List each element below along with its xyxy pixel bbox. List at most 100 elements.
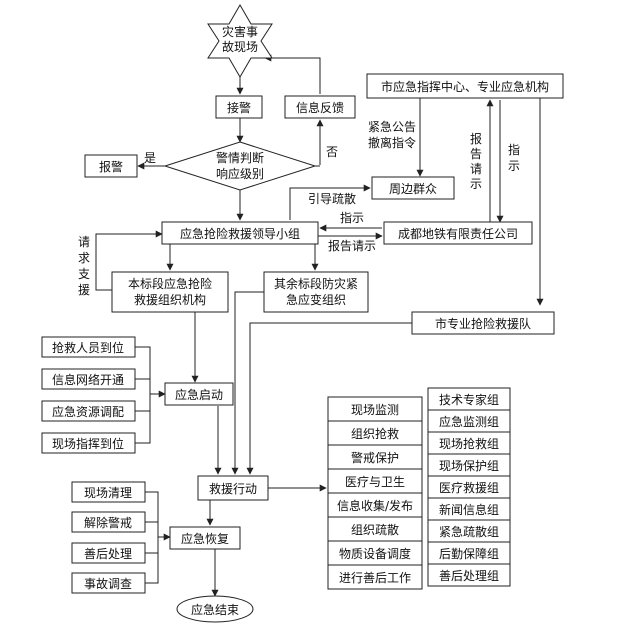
team-9: 善后处理组	[439, 568, 499, 583]
arrow-section-to-leading	[95, 230, 163, 291]
report-alarm-box	[84, 154, 138, 178]
action-5: 信息收集/发布	[337, 498, 413, 513]
disaster-scene-star	[207, 4, 273, 78]
prep-item-1-box	[41, 336, 136, 358]
report-request-label: 报告请示	[328, 238, 376, 253]
action-6: 组织疏散	[351, 522, 399, 537]
emergency-start-label: 应急启动	[175, 387, 223, 402]
city-rescue-team-label: 市专业抢险救援队	[435, 316, 531, 331]
instruct-label: 指示	[340, 210, 364, 225]
team-7: 紧急疏散组	[439, 524, 499, 539]
section-org-line2: 救援组织机构	[134, 292, 206, 307]
team-3: 现场抢救组	[439, 436, 499, 451]
nearby-public-label: 周边群众	[389, 182, 437, 196]
team-4: 现场保护组	[439, 459, 499, 473]
urgent-notice-line2: 撤离指令	[368, 135, 416, 150]
action-2-box	[327, 420, 423, 446]
connectors	[95, 54, 544, 597]
emergency-end-label: 应急结束	[191, 602, 239, 617]
emergency-end-ellipse	[176, 595, 254, 623]
emergency-start-box	[164, 382, 234, 406]
section-org-box	[111, 271, 229, 313]
action-3-box	[327, 444, 423, 470]
judge-diamond	[163, 141, 317, 191]
recovery-item-3: 善后处理	[84, 546, 132, 561]
rescue-action-box	[197, 475, 269, 501]
action-1: 现场监测	[351, 403, 399, 417]
action-1-box	[327, 396, 423, 422]
report-request-v-3: 请	[470, 162, 482, 176]
disaster-scene-line1: 灾害事	[222, 24, 258, 39]
report-alarm-label: 报警	[99, 159, 123, 174]
action-2: 组织抢救	[351, 426, 399, 441]
metro-company-label: 成都地铁有限责任公司	[398, 227, 518, 241]
request-support-v-4: 援	[78, 283, 90, 297]
recovery-item-4: 事故调查	[84, 576, 132, 591]
action-7-box	[327, 540, 423, 566]
action-4: 医疗与卫生	[345, 475, 405, 489]
no-label: 否	[326, 145, 338, 159]
metro-company-box	[383, 221, 533, 245]
disaster-scene-line2: 故现场	[222, 39, 258, 54]
action-8: 进行善后工作	[339, 570, 411, 585]
action-4-box	[327, 468, 423, 494]
judge-line2: 响应级别	[216, 166, 264, 181]
prep-item-4-box	[41, 432, 136, 454]
report-request-v-4: 示	[470, 177, 482, 191]
city-center-box	[366, 73, 564, 99]
info-feedback-label: 信息反馈	[296, 100, 344, 115]
request-support-v-3: 支	[78, 267, 90, 281]
recovery-item-3-box	[71, 542, 146, 564]
prep-item-1: 抢救人员到位	[52, 340, 124, 355]
other-sections-line1: 其余标段防灾紧	[274, 276, 358, 291]
receive-alert-label: 接警	[227, 100, 251, 115]
urgent-notice-line1: 紧急公告	[368, 119, 416, 134]
team-5: 医疗救援组	[439, 480, 499, 495]
recovery-item-2: 解除警戒	[84, 515, 132, 530]
emergency-recovery-label: 应急恢复	[181, 531, 229, 546]
emergency-recovery-box	[169, 526, 241, 550]
action-6-box	[327, 516, 423, 542]
leading-group-box	[161, 221, 319, 245]
recovery-item-1: 现场清理	[84, 486, 132, 500]
action-7: 物质设备调度	[339, 546, 411, 561]
action-8-box	[327, 564, 423, 590]
instruct-v-1: 指	[508, 142, 520, 157]
guide-evacuate-label: 引导疏散	[308, 191, 356, 206]
instruct-v-2: 示	[508, 159, 520, 173]
yes-label: 是	[144, 151, 156, 165]
arrow-other-to-action	[231, 291, 270, 475]
city-center-label: 市应急指挥中心、专业应急机构	[381, 79, 549, 94]
prep-item-2: 信息网络开通	[52, 372, 124, 387]
judge-line1: 警情判断	[216, 150, 264, 165]
leading-group-label: 应急抢险救援领导小组	[180, 226, 300, 241]
recovery-bracket	[145, 491, 159, 584]
recovery-item-1-box	[71, 481, 146, 503]
recovery-item-2-box	[71, 511, 146, 533]
report-request-v-1: 报	[470, 131, 482, 146]
recovery-item-4-box	[71, 572, 146, 594]
other-sections-line2: 急应变组织	[286, 292, 346, 307]
team-2: 应急监测组	[439, 414, 499, 429]
action-3: 警戒保护	[351, 450, 399, 465]
team-8: 后勤保障组	[439, 546, 499, 561]
report-request-v-2: 告	[470, 147, 482, 161]
team-9-box	[427, 563, 511, 587]
prep-item-4: 现场指挥到位	[52, 436, 124, 451]
team-1: 技术专家组	[439, 392, 499, 407]
rescue-action-label: 救援行动	[209, 481, 257, 496]
request-support-v-1: 请	[78, 235, 90, 249]
arrow-feedback-to-scene	[264, 54, 321, 94]
prep-item-3-box	[41, 400, 136, 422]
prep-bracket	[135, 346, 151, 444]
city-rescue-team-box	[411, 311, 555, 335]
section-org-line1: 本标段应急抢险	[128, 276, 212, 291]
prep-item-2-box	[41, 368, 136, 390]
receive-alert-box	[215, 95, 263, 119]
prep-item-3: 应急资源调配	[52, 404, 124, 419]
arrow-rescue-team-to-action	[246, 322, 412, 475]
other-sections-box	[263, 271, 369, 313]
info-feedback-box	[284, 95, 356, 119]
team-6: 新闻信息组	[439, 502, 499, 517]
